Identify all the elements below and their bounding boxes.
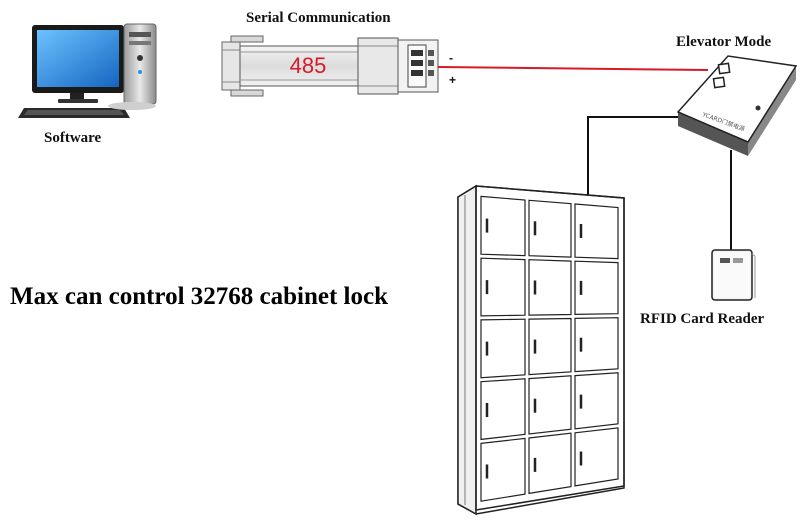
rfid-reader-icon — [711, 249, 756, 301]
label-serial-communication: Serial Communication — [246, 10, 391, 26]
cabinet-wire — [587, 116, 682, 196]
label-elevator-mode: Elevator Mode — [676, 34, 772, 50]
locker-door — [574, 372, 619, 430]
locker-door — [528, 199, 572, 258]
locker-door — [528, 375, 572, 435]
polarity-minus: - — [449, 51, 453, 65]
locker-door — [528, 317, 572, 376]
locker-door — [480, 318, 526, 379]
elevator-controller-icon: YCARD门禁电源 — [676, 55, 798, 156]
locker-door — [480, 437, 526, 502]
locker-door — [574, 317, 619, 373]
rs485-converter-icon: 485 - + — [221, 35, 456, 97]
locker-door — [528, 432, 572, 495]
locker-cabinet-icon — [457, 184, 625, 516]
label-rfid-card-reader: RFID Card Reader — [640, 311, 765, 327]
computer-icon — [18, 23, 157, 118]
label-software: Software — [44, 130, 102, 146]
converter-code: 485 — [290, 53, 327, 78]
locker-door — [528, 259, 572, 316]
locker-door — [480, 378, 526, 441]
locker-door — [574, 427, 619, 487]
locker-door — [574, 203, 619, 260]
locker-door — [574, 260, 619, 316]
headline: Max can control 32768 cabinet lock — [10, 283, 388, 310]
locker-door — [480, 257, 526, 317]
polarity-plus: + — [449, 73, 456, 87]
locker-door — [480, 195, 526, 257]
signal-wire — [437, 66, 709, 71]
